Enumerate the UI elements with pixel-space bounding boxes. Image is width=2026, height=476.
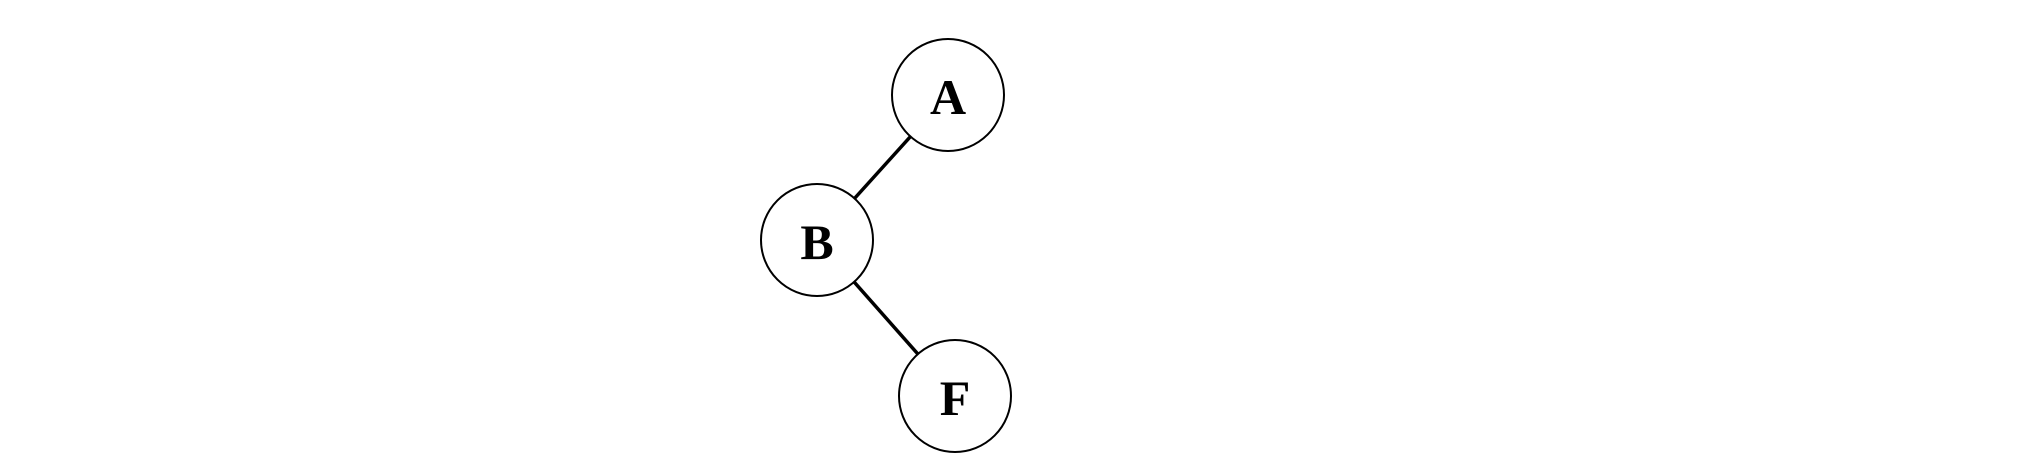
node-F: F	[898, 339, 1012, 453]
node-A: A	[891, 38, 1005, 152]
node-circle-A	[891, 38, 1005, 152]
node-circle-B	[760, 183, 874, 297]
node-circle-F	[898, 339, 1012, 453]
node-B: B	[760, 183, 874, 297]
node-label-B: B	[800, 214, 833, 270]
node-label-A: A	[930, 69, 966, 125]
node-label-F: F	[940, 370, 971, 426]
